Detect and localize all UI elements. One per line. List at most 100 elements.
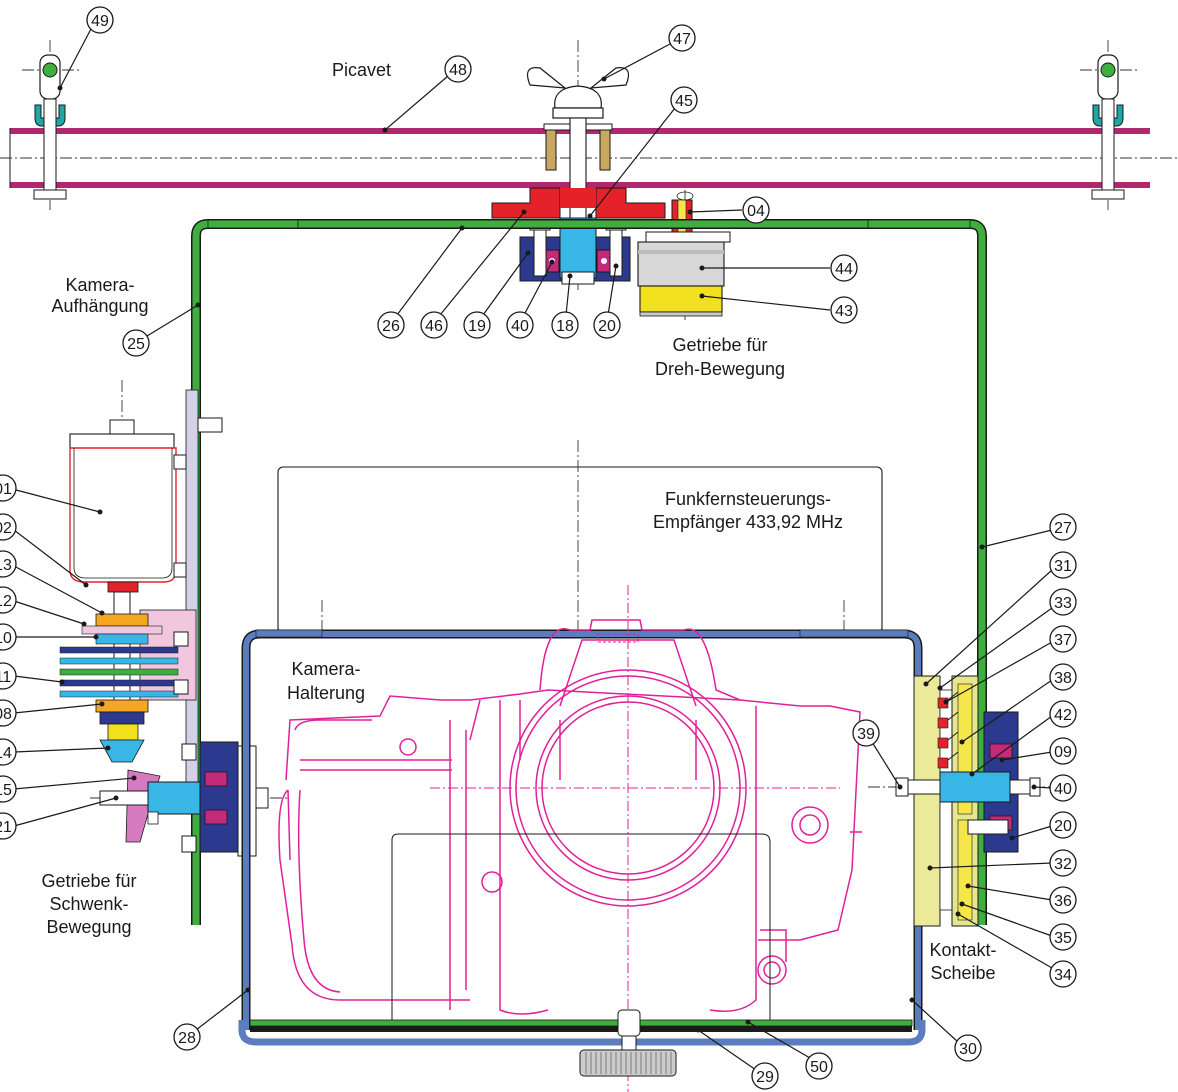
callout-48: 48	[449, 62, 467, 79]
callout-01: 01	[0, 481, 12, 498]
callout-circle	[0, 586, 17, 614]
text-labels: Picavet Kamera- Aufhängung Getriebe für …	[41, 60, 996, 983]
red-bracket	[491, 187, 666, 226]
callout-circle	[0, 474, 17, 502]
callout-11: 11	[0, 669, 11, 686]
green-frame	[191, 219, 987, 925]
callout-circle	[0, 738, 17, 766]
callout-circle	[1049, 774, 1077, 802]
callout-10: 10	[0, 630, 12, 647]
callout-circle	[1049, 811, 1077, 839]
contact-disc-right	[868, 675, 1060, 927]
callout-33: 33	[1054, 595, 1072, 612]
callout-25: 25	[127, 336, 145, 353]
label-getriebe-schwenk-2: Schwenk-	[49, 894, 128, 914]
callout-circle	[506, 311, 534, 339]
label-getriebe-schwenk-3: Bewegung	[46, 917, 131, 937]
callout-42: 42	[1054, 707, 1072, 724]
callout-44: 44	[835, 261, 853, 278]
callout-circle	[1049, 737, 1077, 765]
callout-circle	[668, 24, 696, 52]
callout-47: 47	[673, 31, 691, 48]
callout-circle	[830, 254, 858, 282]
callout-19: 19	[468, 318, 486, 335]
callout-circle	[1049, 886, 1077, 914]
label-funk-1: Funkfernsteuerungs-	[665, 489, 831, 509]
label-kamera-aufhaengung-2: Aufhängung	[51, 296, 148, 316]
callout-37: 37	[1054, 632, 1072, 649]
callout-circle	[593, 311, 621, 339]
callout-31: 31	[1054, 558, 1072, 575]
callout-40: 40	[511, 318, 529, 335]
callout-circle	[1049, 700, 1077, 728]
callout-45: 45	[675, 93, 693, 110]
callout-30: 30	[959, 1041, 977, 1058]
callout-circle	[420, 311, 448, 339]
callout-29: 29	[756, 1069, 774, 1086]
callout-circle	[670, 86, 698, 114]
label-kamera-halterung-2: Halterung	[287, 683, 365, 703]
callout-circle	[742, 196, 770, 224]
callout-circle	[805, 1052, 833, 1080]
callout-27: 27	[1054, 520, 1072, 537]
camera-outline	[278, 585, 862, 1092]
callout-26: 26	[382, 318, 400, 335]
callout-38: 38	[1054, 670, 1072, 687]
callout-13: 13	[0, 557, 12, 574]
callout-circle	[852, 719, 880, 747]
callout-circle	[86, 6, 114, 34]
callout-circle	[0, 812, 17, 840]
callout-circle	[551, 311, 579, 339]
callout-21: 21	[0, 819, 12, 836]
label-getriebe-schwenk-1: Getriebe für	[41, 871, 136, 891]
callout-20-right: 20	[1054, 818, 1072, 835]
label-getriebe-dreh-2: Dreh-Bewegung	[655, 359, 785, 379]
callout-50: 50	[810, 1059, 828, 1076]
label-kontakt-2: Scheibe	[930, 963, 995, 983]
callout-circle	[173, 1023, 201, 1051]
callout-circle	[830, 296, 858, 324]
callout-circle	[0, 623, 17, 651]
callout-circle	[0, 513, 17, 541]
callout-circle	[0, 550, 17, 578]
callout-circle	[751, 1062, 779, 1090]
callout-circle	[954, 1034, 982, 1062]
picavet-bar	[0, 128, 1178, 190]
label-kamera-halterung-1: Kamera-	[291, 659, 360, 679]
callout-18: 18	[556, 318, 574, 335]
callout-circle	[444, 55, 472, 83]
callout-circle	[1049, 625, 1077, 653]
picavet-eyebolt-left	[22, 40, 80, 210]
label-picavet: Picavet	[332, 60, 391, 80]
callout-circle	[1049, 513, 1077, 541]
callout-12: 12	[0, 593, 12, 610]
callout-04: 04	[747, 203, 765, 220]
label-kontakt-1: Kontakt-	[929, 940, 996, 960]
callout-circle	[1049, 551, 1077, 579]
callout-34: 34	[1054, 967, 1072, 984]
callout-46: 46	[425, 318, 443, 335]
callout-36: 36	[1054, 893, 1072, 910]
callout-circle	[1049, 960, 1077, 988]
receiver-box	[277, 440, 883, 640]
callout-circle	[377, 311, 405, 339]
rotation-motor-gearbox	[637, 190, 731, 320]
callout-circle	[0, 662, 17, 690]
callout-40-right: 40	[1054, 781, 1072, 798]
callout-circle	[463, 311, 491, 339]
pan-gearbox-left	[59, 380, 290, 857]
callout-09: 09	[1054, 744, 1072, 761]
callout-43: 43	[835, 303, 853, 320]
callout-35: 35	[1054, 930, 1072, 947]
camera-holder-frame	[238, 629, 926, 1046]
callout-circle	[1049, 923, 1077, 951]
part-callouts: 49 48 47 45 04 44 43 26 46 19 40 18	[0, 6, 1077, 1090]
callout-20: 20	[598, 318, 616, 335]
callout-circle	[122, 329, 150, 357]
picavet-eyebolt-right	[1080, 40, 1138, 210]
label-funk-2: Empfänger 433,92 MHz	[653, 512, 843, 532]
callout-circle	[0, 775, 17, 803]
callout-28: 28	[178, 1030, 196, 1047]
label-getriebe-dreh-1: Getriebe für	[672, 335, 767, 355]
